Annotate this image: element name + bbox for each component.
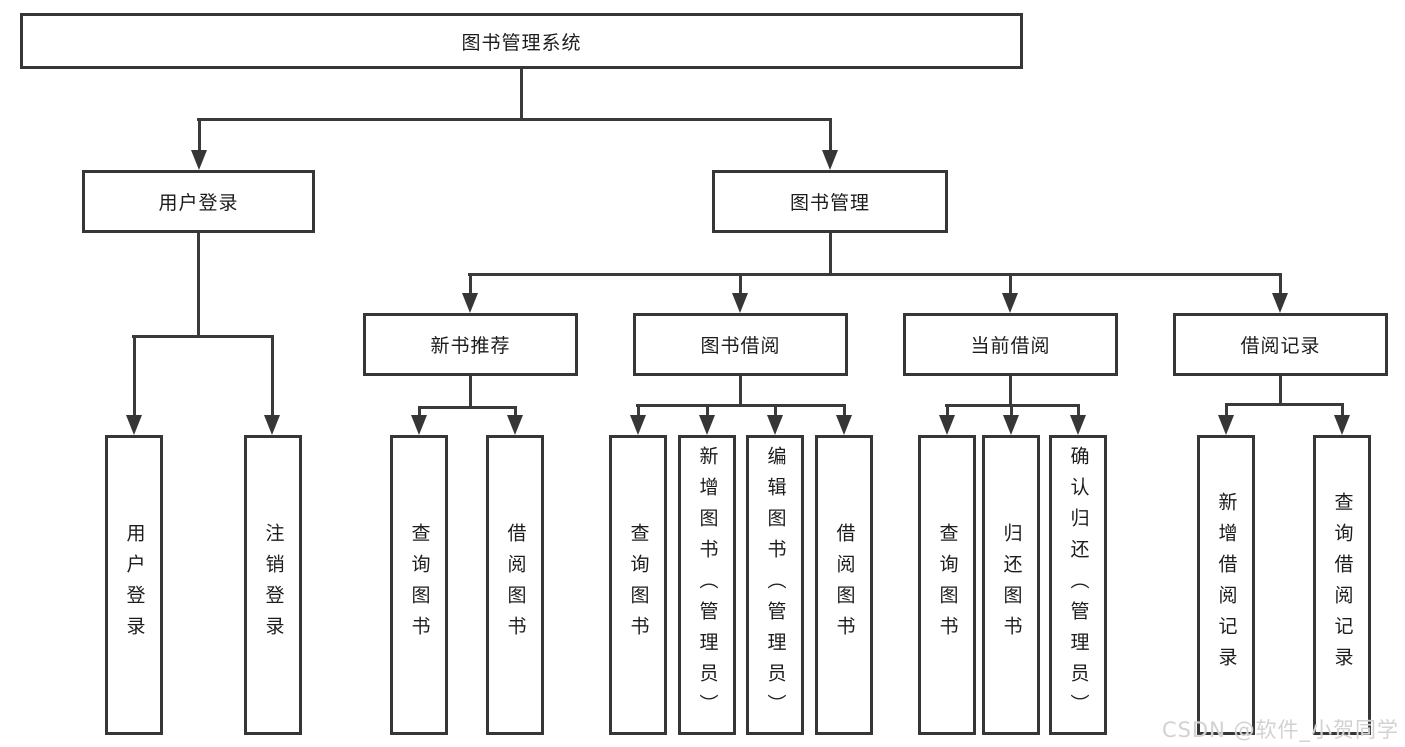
node-current-borrow-label: 当前借阅 <box>970 335 1051 357</box>
leaf-logout: 注销登录 <box>244 435 302 735</box>
node-user-login: 用户登录 <box>82 170 315 233</box>
leaf-return-books: 归还图书 <box>982 435 1040 735</box>
connector-line <box>418 406 516 409</box>
connector-line <box>706 404 709 418</box>
connector-line <box>1341 403 1344 418</box>
connector-line <box>198 118 201 154</box>
connector-line <box>469 376 472 407</box>
connector-line <box>739 273 742 297</box>
leaf-query-books-current-label: 查询图书 <box>936 523 959 647</box>
connector-line <box>1009 273 1012 297</box>
connector-line <box>197 233 200 336</box>
leaf-query-borrow-record: 查询借阅记录 <box>1313 435 1371 735</box>
leaf-return-books-label: 归还图书 <box>1000 523 1023 647</box>
leaf-add-borrow-record: 新增借阅记录 <box>1197 435 1255 735</box>
arrowhead-icon <box>126 415 142 435</box>
leaf-borrow-books-recommend: 借阅图书 <box>486 435 544 735</box>
leaf-query-books-borrow-label: 查询图书 <box>627 523 650 647</box>
leaf-query-books-recommend-label: 查询图书 <box>408 523 431 647</box>
arrowhead-icon <box>1002 293 1018 313</box>
connector-line <box>1077 404 1080 418</box>
leaf-confirm-return-admin-label: 确认归还（管理员） <box>1067 445 1090 725</box>
connector-line <box>271 335 274 419</box>
connector-line <box>469 273 472 297</box>
leaf-borrow-books-recommend-label: 借阅图书 <box>504 523 527 647</box>
connector-line <box>637 404 640 418</box>
arrowhead-icon <box>767 415 783 435</box>
arrowhead-icon <box>939 415 955 435</box>
leaf-add-books-admin-label: 新增图书（管理员） <box>696 445 719 725</box>
leaf-query-books-current: 查询图书 <box>918 435 976 735</box>
connector-line <box>636 404 845 407</box>
node-book-borrow-label: 图书借阅 <box>700 335 781 357</box>
connector-line <box>1225 403 1228 418</box>
arrowhead-icon <box>1218 415 1234 435</box>
arrowhead-icon <box>1070 415 1086 435</box>
leaf-query-borrow-record-label: 查询借阅记录 <box>1331 492 1354 678</box>
connector-line <box>418 406 421 418</box>
arrowhead-icon <box>699 415 715 435</box>
arrowhead-icon <box>264 415 280 435</box>
leaf-logout-label: 注销登录 <box>262 523 285 647</box>
arrowhead-icon <box>836 415 852 435</box>
node-book-management-label: 图书管理 <box>789 192 870 214</box>
connector-line <box>132 335 274 338</box>
arrowhead-icon <box>630 415 646 435</box>
leaf-add-borrow-record-label: 新增借阅记录 <box>1215 492 1238 678</box>
connector-line <box>774 404 777 418</box>
arrowhead-icon <box>191 150 207 170</box>
leaf-query-books-borrow: 查询图书 <box>609 435 667 735</box>
connector-line <box>739 376 742 405</box>
node-new-book-recommend: 新书推荐 <box>363 313 578 376</box>
arrowhead-icon <box>411 415 427 435</box>
arrowhead-icon <box>732 293 748 313</box>
connector-line <box>133 335 136 419</box>
arrowhead-icon <box>1334 415 1350 435</box>
connector-line <box>1279 273 1282 297</box>
node-borrow-records: 借阅记录 <box>1173 313 1388 376</box>
leaf-confirm-return-admin: 确认归还（管理员） <box>1049 435 1107 735</box>
connector-line <box>520 69 523 121</box>
connector-line <box>514 406 517 418</box>
arrowhead-icon <box>462 293 478 313</box>
node-user-login-label: 用户登录 <box>158 192 239 214</box>
leaf-edit-books-admin: 编辑图书（管理员） <box>746 435 804 735</box>
csdn-watermark: CSDN @软件_小贺同学 <box>1161 718 1399 742</box>
node-root: 图书管理系统 <box>20 13 1023 69</box>
connector-line <box>829 118 832 154</box>
node-current-borrow: 当前借阅 <box>903 313 1118 376</box>
connector-line <box>829 233 832 275</box>
connector-line <box>197 118 832 121</box>
arrowhead-icon <box>822 150 838 170</box>
connector-line <box>1279 376 1282 404</box>
connector-line <box>1009 376 1012 405</box>
arrowhead-icon <box>1003 415 1019 435</box>
connector-line <box>843 404 846 418</box>
arrowhead-icon <box>1272 293 1288 313</box>
leaf-add-books-admin: 新增图书（管理员） <box>678 435 736 735</box>
leaf-borrow-books-label: 借阅图书 <box>833 523 856 647</box>
node-book-management: 图书管理 <box>712 170 948 233</box>
node-new-book-recommend-label: 新书推荐 <box>430 335 511 357</box>
leaf-query-books-recommend: 查询图书 <box>390 435 448 735</box>
connector-line <box>1225 403 1343 406</box>
leaf-user-login-label: 用户登录 <box>123 523 146 647</box>
connector-line <box>946 404 949 418</box>
leaf-borrow-books: 借阅图书 <box>815 435 873 735</box>
node-root-label: 图书管理系统 <box>461 31 582 54</box>
connector-line <box>468 273 1282 276</box>
arrowhead-icon <box>507 415 523 435</box>
node-borrow-records-label: 借阅记录 <box>1240 335 1321 357</box>
leaf-edit-books-admin-label: 编辑图书（管理员） <box>764 445 787 725</box>
leaf-user-login: 用户登录 <box>105 435 163 735</box>
connector-line <box>1010 404 1013 418</box>
node-book-borrow: 图书借阅 <box>633 313 848 376</box>
